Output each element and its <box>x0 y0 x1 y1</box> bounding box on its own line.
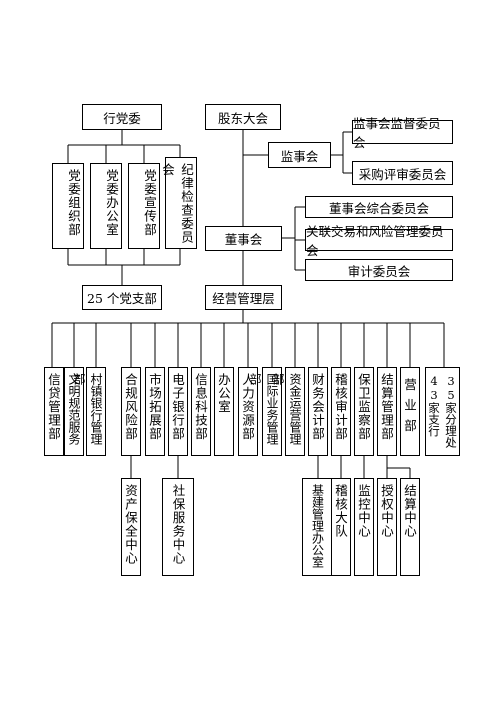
department-label: 保卫监察部 <box>356 373 371 441</box>
procurement-committee-box: 采购评审委员会 <box>352 161 453 185</box>
department-label: 合规风险部 <box>123 373 138 441</box>
department-box: 财务会计部 <box>308 367 328 456</box>
department-label: 资金运营管理部 <box>271 373 302 445</box>
department-label: 电子银行部 <box>170 373 185 441</box>
shareholders-label: 股东大会 <box>217 110 268 126</box>
sub-unit-label: 资产保全中心 <box>123 484 138 565</box>
department-box: 保卫监察部 <box>354 367 374 456</box>
party-dept-box: 党委组织部 <box>52 163 84 249</box>
supervision-committee-box: 监事会监督委员会 <box>352 116 453 150</box>
department-label: 文明规范服务 <box>67 373 81 445</box>
board-label: 董事会 <box>224 232 263 247</box>
sub-unit-box: 监控中心 <box>354 478 374 576</box>
department-box: 信息科技部 <box>191 367 211 456</box>
party-dept-box: 党委办公室 <box>90 163 122 249</box>
department-box: 结算管理部 <box>377 367 397 456</box>
sub-unit-label: 授权中心 <box>379 484 394 538</box>
board-committee-label: 关联交易和风险管理委员会 <box>306 224 444 258</box>
sub-unit-label: 社保服务中心 <box>170 484 186 565</box>
supervision-committee-label: 监事会监督委员会 <box>353 116 441 150</box>
sub-unit-box: 授权中心 <box>377 478 397 576</box>
supervisors-box: 监事会 <box>268 142 331 168</box>
sub-unit-box: 基建管理办公室 <box>302 478 334 576</box>
party-dept-label: 纪律检查委员会 <box>160 163 194 244</box>
department-label: 结算管理部 <box>379 373 394 441</box>
board-committee-box: 关联交易和风险管理委员会 <box>305 224 453 258</box>
supervisors-label: 监事会 <box>280 148 319 164</box>
department-label: 43家支行 <box>427 374 441 437</box>
party-committee-label: 行党委 <box>103 110 141 126</box>
party-committee-box: 行党委 <box>82 104 162 130</box>
shareholders-box: 股东大会 <box>205 104 281 130</box>
department-label: 营业部 <box>402 378 417 440</box>
department-label: 办公室 <box>216 373 231 414</box>
department-box: 营业部 <box>400 367 420 456</box>
party-dept-label: 党委办公室 <box>104 169 119 237</box>
department-box: 文明规范服务 <box>64 367 84 456</box>
board-committee-box: 审计委员会 <box>305 259 453 281</box>
board-committee-box: 董事会综合委员会 <box>305 196 453 218</box>
board-box: 董事会 <box>205 226 282 251</box>
department-label: 人力资源部 <box>240 373 255 441</box>
sub-unit-box: 社保服务中心 <box>162 478 194 576</box>
department-box: 信贷管理部 <box>44 367 64 456</box>
department-label: 村镇银行管理部 <box>72 373 103 445</box>
department-box: 办公室 <box>214 367 234 456</box>
department-label: 35家分理处 <box>444 374 458 448</box>
board-committee-label: 审计委员会 <box>347 263 411 279</box>
sub-unit-box: 稽核大队 <box>331 478 351 576</box>
department-label: 稽核审计部 <box>333 373 348 441</box>
sub-unit-box: 资产保全中心 <box>121 478 141 576</box>
sub-unit-label: 稽核大队 <box>333 484 348 538</box>
department-box: 电子银行部 <box>168 367 188 456</box>
management-box: 经营管理层 <box>205 285 282 310</box>
department-box: 村镇银行管理部 <box>72 367 106 456</box>
party-dept-box: 党委宣传部 <box>128 163 160 249</box>
party-branches-label: 25 个党支部 <box>87 291 157 306</box>
party-dept-label: 党委组织部 <box>66 169 81 237</box>
branches-box: 43家支行 35家分理处 <box>425 367 460 456</box>
sub-unit-box: 结算中心 <box>400 478 420 576</box>
party-dept-box: 纪律检查委员会 <box>160 157 197 249</box>
department-box: 国际业务管理部 <box>248 367 282 456</box>
department-label: 市场拓展部 <box>147 373 162 441</box>
party-branches-box: 25 个党支部 <box>82 285 162 310</box>
sub-unit-label: 结算中心 <box>402 484 417 538</box>
sub-unit-label: 监控中心 <box>356 484 371 538</box>
procurement-committee-label: 采购评审委员会 <box>358 166 447 182</box>
sub-unit-label: 基建管理办公室 <box>310 484 325 568</box>
department-box: 市场拓展部 <box>145 367 165 456</box>
department-label: 国际业务管理部 <box>248 373 279 445</box>
management-label: 经营管理层 <box>212 291 275 306</box>
department-box: 稽核审计部 <box>331 367 351 456</box>
board-committee-label: 董事会综合委员会 <box>328 200 429 216</box>
department-box: 人力资源部 <box>238 367 258 456</box>
department-box: 合规风险部 <box>121 367 141 456</box>
department-label: 信息科技部 <box>193 373 208 441</box>
department-label: 信贷管理部 <box>46 373 61 441</box>
department-box: 资金运营管理部 <box>271 367 305 456</box>
department-label: 财务会计部 <box>310 373 325 441</box>
party-dept-label: 党委宣传部 <box>142 169 157 237</box>
